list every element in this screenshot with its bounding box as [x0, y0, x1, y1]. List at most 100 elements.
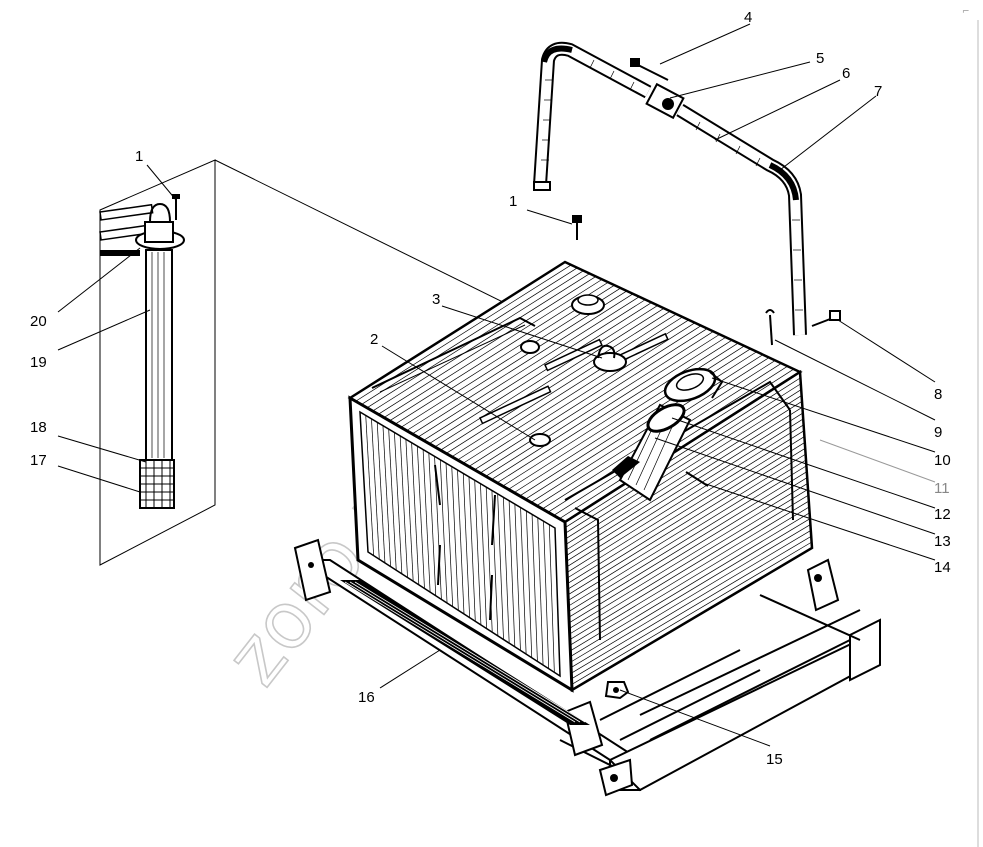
rubber-pad-16 [340, 580, 590, 725]
fuel-level-sender [99, 194, 185, 509]
callout-18: 18 [30, 419, 47, 436]
hatch-line [429, 302, 652, 444]
callout-11: 11 [934, 480, 950, 497]
hatch-line [434, 456, 442, 600]
callout-6: 6 [842, 65, 850, 82]
hatch-line [417, 446, 425, 589]
hatch-line [434, 305, 658, 448]
callout-14: 14 [934, 559, 951, 576]
hatch-line [439, 459, 448, 604]
hatch-line [451, 313, 677, 458]
hatch-line [405, 439, 414, 582]
hatch-line [525, 351, 757, 500]
hatch-line [502, 339, 733, 487]
hatch-line [548, 524, 555, 673]
hatch-line [508, 342, 739, 490]
bolt-1-upper [572, 215, 582, 240]
hatch-line [399, 435, 408, 578]
hatch-line [568, 471, 807, 618]
callout-7: 7 [874, 83, 882, 100]
tank-strap [533, 41, 807, 336]
hatch-line [525, 510, 533, 658]
callout-10: 10 [934, 452, 951, 469]
drain-plug-15 [604, 681, 630, 700]
hatch-line [570, 524, 811, 668]
hatch-line [570, 518, 811, 663]
hatch-line [566, 418, 804, 568]
hatch-line [514, 504, 521, 651]
hatch-line [568, 459, 807, 607]
hatch-line [565, 383, 801, 534]
hatch-line [383, 279, 603, 418]
hatch-line [496, 336, 726, 484]
hatch-line [361, 267, 578, 405]
hatch-line [571, 541, 812, 685]
hatch-line [365, 415, 374, 556]
hatch-line [376, 422, 386, 563]
hatch-line [571, 530, 811, 674]
hatch-line [422, 449, 431, 593]
callout-1-upper: 1 [509, 193, 517, 210]
hatch-line [503, 497, 510, 644]
hatch-line [565, 377, 801, 528]
hatch-line [372, 273, 590, 412]
hatch-line [520, 507, 527, 655]
hatch-line [462, 473, 470, 618]
callout-numbers: 4 5 6 7 1 1 20 19 18 17 3 2 8 9 10 11 12… [30, 9, 951, 768]
hatch-line [567, 442, 805, 590]
hatch-line [445, 310, 671, 454]
hatch-line [566, 412, 803, 562]
hatch-line [569, 494, 809, 640]
callout-13: 13 [934, 533, 951, 550]
hatch-line [569, 489, 809, 635]
hatch-line [423, 299, 646, 441]
hatch-line [568, 465, 807, 612]
hatch-line [428, 452, 437, 596]
hatch-line [479, 328, 708, 474]
hatch-line [480, 483, 487, 629]
pin-9 [765, 309, 775, 346]
callout-3: 3 [432, 291, 440, 308]
hatch-line [531, 514, 538, 662]
callout-2: 2 [370, 331, 378, 348]
callout-12: 12 [934, 506, 951, 523]
hatch-line [417, 296, 640, 438]
leader-lines [57, 23, 936, 747]
hatch-line [569, 477, 808, 624]
hatch-line [388, 429, 397, 571]
callout-15: 15 [766, 751, 783, 768]
callout-8: 8 [934, 386, 942, 403]
hatch-line [565, 389, 802, 540]
hatch-line [570, 506, 810, 652]
hatch-line [567, 436, 805, 584]
hatch-line [543, 521, 550, 669]
hatch-line [508, 500, 516, 647]
callout-1-inset: 1 [135, 148, 143, 165]
bolt-4 [630, 58, 669, 81]
hatch-line [378, 276, 597, 415]
hatch-line [565, 395, 802, 545]
callout-5: 5 [816, 50, 824, 67]
hatch-line [468, 322, 696, 467]
corner-mark: ⌐ [962, 7, 970, 17]
hatch-line [566, 406, 803, 556]
hatch-line [567, 447, 806, 596]
callout-17: 17 [30, 452, 47, 469]
bolt-8 [811, 310, 841, 327]
hatch-line [468, 476, 476, 622]
hatch-line [497, 493, 504, 640]
hatch-line [445, 463, 454, 607]
hatch-line [570, 512, 810, 657]
hatch-line [491, 334, 720, 480]
callout-20: 20 [30, 313, 47, 330]
hatch-line [371, 418, 380, 560]
hatch-line [412, 293, 634, 435]
hatch-line [457, 469, 465, 615]
hatch-line [411, 442, 420, 585]
hatch-line [394, 432, 403, 574]
hatch-line [565, 401, 803, 551]
callout-4: 4 [744, 9, 752, 26]
hatch-line [485, 331, 714, 477]
hatch-line [474, 480, 482, 625]
